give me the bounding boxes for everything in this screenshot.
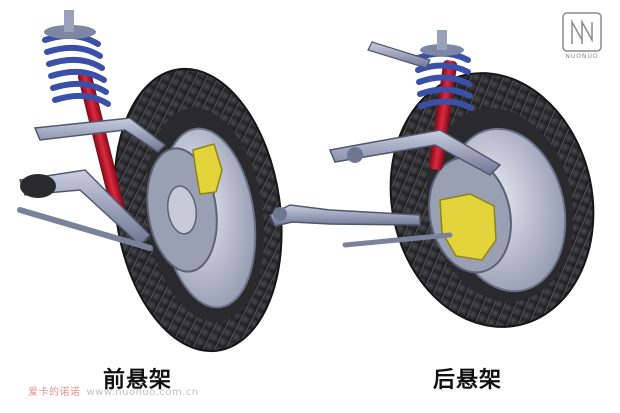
watermark-brand: 爱卡的诺诺	[28, 387, 81, 398]
front-suspension-caption: 前悬架	[103, 368, 173, 393]
front-suspension	[17, 10, 283, 353]
front-brake-caliper	[192, 143, 223, 195]
rear-control-arm	[328, 129, 502, 176]
front-upper-arm	[33, 117, 167, 153]
nuonuo-logo-icon	[562, 12, 602, 52]
front-cv-boot	[20, 174, 56, 198]
logo-text: NUONUO	[565, 53, 599, 60]
watermark-url: www.nuonuo.com.cn	[86, 387, 199, 398]
rear-suspension	[269, 30, 595, 328]
watermark: 爱卡的诺诺 www.nuonuo.com.cn	[28, 383, 199, 398]
front-damper	[77, 71, 127, 219]
rear-trailing-link	[269, 204, 421, 227]
front-coil-spring	[42, 32, 111, 107]
rear-coil-spring	[415, 50, 474, 111]
rear-suspension-caption: 后悬架	[433, 368, 503, 393]
rear-upper-link	[367, 41, 431, 69]
